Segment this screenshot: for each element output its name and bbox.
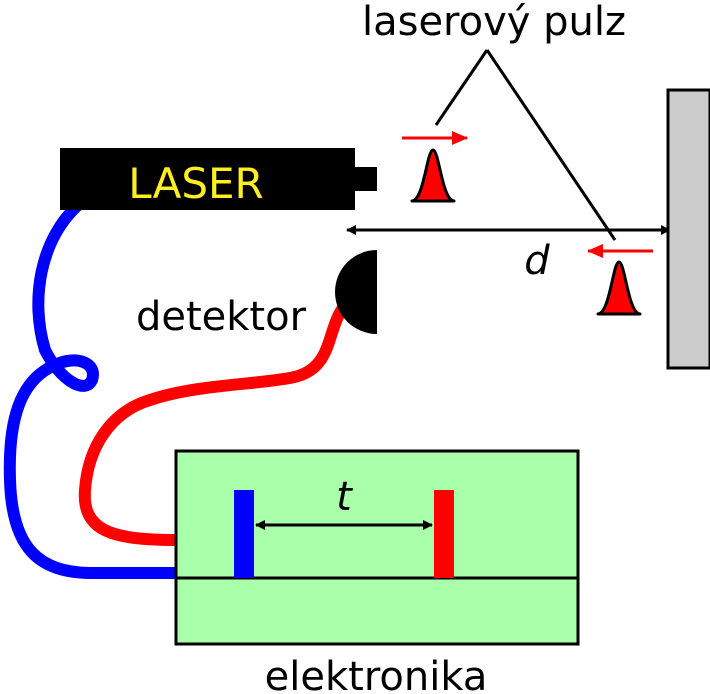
laser-nozzle (353, 167, 377, 191)
laser-device: LASER (60, 148, 377, 210)
laser-body (60, 148, 355, 210)
pulse-pointer-right (485, 49, 617, 241)
detector-cable (78, 299, 351, 546)
start-marker (234, 490, 254, 578)
time-label: t (336, 474, 353, 520)
electronics-label: elektronika (265, 654, 488, 694)
pulse-pointer-left (434, 49, 489, 126)
stop-marker (434, 490, 454, 578)
returning-pulse-shape (596, 260, 642, 316)
distance-label: d (524, 238, 550, 284)
detector-label: detektor (136, 294, 307, 340)
laser-cable (3, 199, 182, 579)
pulse-label: laserový pulz (362, 0, 626, 45)
outgoing-pulse-shape (410, 148, 456, 203)
detector-shape (335, 250, 377, 334)
outgoing-pulse (402, 131, 468, 203)
electronics-unit: t (174, 449, 580, 646)
returning-pulse (587, 244, 653, 316)
target-plate (666, 88, 710, 370)
laser-label: LASER (128, 159, 263, 208)
